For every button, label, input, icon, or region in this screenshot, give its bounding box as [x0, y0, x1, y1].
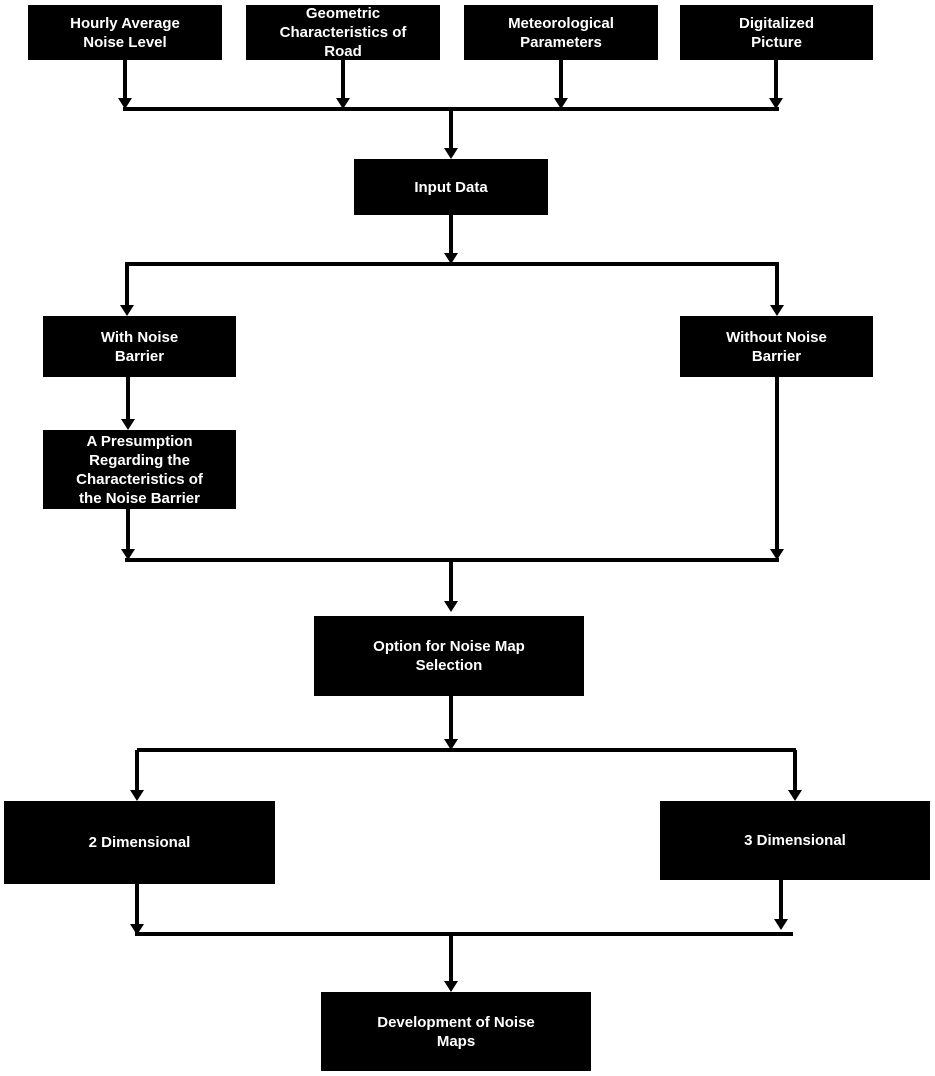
three-dimensional-box: 3 Dimensional	[660, 801, 930, 880]
three-dimensional-label: 3 Dimensional	[744, 832, 846, 849]
arrowhead-33	[788, 790, 802, 801]
road-geometry-label: Geometric Characteristics of Road	[279, 5, 407, 60]
arrowhead-17	[770, 305, 784, 316]
barrier-presumption-label: A Presumption Regarding the Characterist…	[76, 432, 203, 507]
arrowhead-31	[130, 790, 144, 801]
arrowhead-3	[336, 98, 350, 109]
arrowhead-26	[444, 601, 458, 612]
arrowhead-28	[444, 739, 458, 750]
two-dimensional-box: 2 Dimensional	[4, 801, 275, 884]
without-barrier-label: Without Noise Barrier	[726, 328, 827, 365]
arrowhead-12	[444, 253, 458, 264]
arrowhead-23	[770, 549, 784, 560]
meteorological-label: Meteorological Parameters	[508, 14, 614, 51]
with-barrier-label: With Noise Barrier	[100, 328, 179, 365]
development-box: Development of Noise Maps	[321, 992, 591, 1071]
arrowhead-35	[130, 924, 144, 935]
input-data-label: Input Data	[414, 178, 488, 196]
digital-picture-label: Digitalized Picture	[738, 14, 814, 51]
two-dimensional-label: 2 Dimensional	[88, 834, 191, 851]
without-barrier-box: Without Noise Barrier	[680, 316, 873, 377]
hourly-noise-box: Hourly Average Noise Level	[28, 5, 222, 60]
barrier-presumption-box: A Presumption Regarding the Characterist…	[43, 430, 236, 509]
arrowhead-21	[121, 549, 135, 560]
input-data-box: Input Data	[354, 159, 548, 215]
arrowhead-40	[444, 981, 458, 992]
map-option-box: Option for Noise Map Selection	[314, 616, 584, 696]
arrowhead-10	[444, 148, 458, 159]
map-option-label: Option for Noise Map Selection	[373, 638, 525, 674]
with-barrier-box: With Noise Barrier	[43, 316, 236, 377]
arrowhead-7	[769, 98, 783, 109]
hourly-noise-label: Hourly Average Noise Level	[70, 14, 180, 51]
meteorological-box: Meteorological Parameters	[464, 5, 658, 60]
development-label: Development of Noise Maps	[377, 1013, 535, 1050]
road-geometry-box: Geometric Characteristics of Road	[246, 5, 440, 60]
arrowhead-15	[120, 305, 134, 316]
arrowhead-19	[121, 419, 135, 430]
digital-picture-box: Digitalized Picture	[680, 5, 873, 60]
arrowhead-37	[774, 919, 788, 930]
arrowhead-1	[118, 98, 132, 109]
arrowhead-5	[554, 98, 568, 109]
